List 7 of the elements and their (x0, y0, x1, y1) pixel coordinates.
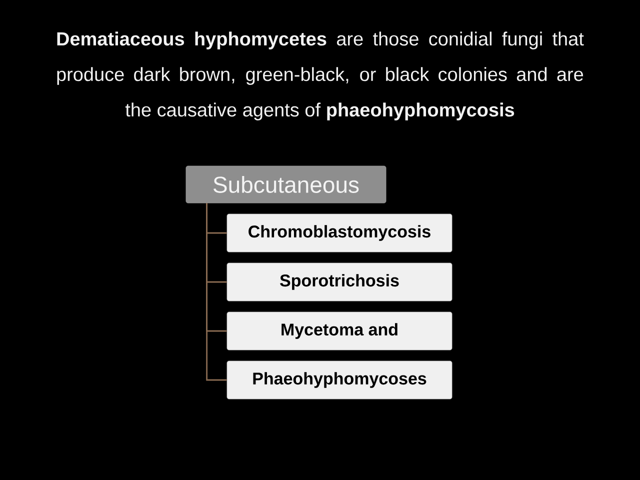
intro-paragraph: Dematiaceous hyphomycetes are those conidial fungi that produce dark brown, green-black, or black colonies and are the causative agents of phaeohyphomycosis (57, 32, 584, 120)
list-box: Sporotrichosis (226, 262, 452, 302)
list-box: Chromoblastomycosis (226, 214, 452, 252)
list-box: Phaeohyphomycoses (226, 360, 452, 400)
list-box: Mycetoma and (226, 312, 452, 350)
heading-box: Subcutaneous (186, 166, 386, 204)
connector-line (206, 203, 227, 381)
